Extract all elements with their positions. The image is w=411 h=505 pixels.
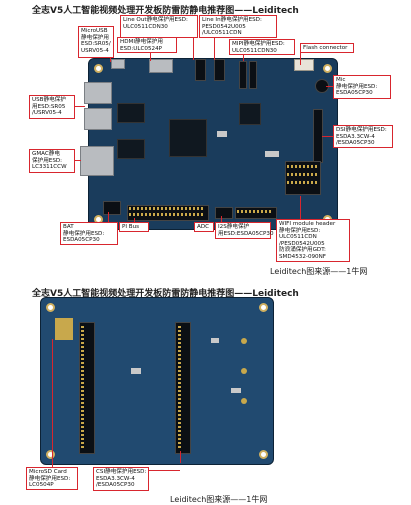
label-hdmi: HDMI静电保护用 ESD:ULC0524P bbox=[117, 37, 177, 53]
top-source: Leiditech图来源——1牛网 bbox=[270, 267, 368, 276]
label-pi-bus: PI Bus bbox=[119, 222, 149, 232]
line-out-jack bbox=[195, 59, 206, 81]
bottom-source: Leiditech图来源——1牛网 bbox=[170, 495, 268, 504]
pi-bus-pins bbox=[129, 213, 205, 216]
leader-line bbox=[221, 216, 222, 222]
label-mic: Mic 静电保护用ESD: ESDA05CP30 bbox=[333, 75, 391, 99]
label-microsd: MicroSD Card 静电保护用ESD: LC0504P bbox=[26, 467, 78, 490]
label-bat: BAT 静电保护用ESD: ESDA05CP30 bbox=[60, 222, 118, 245]
soc-chip bbox=[169, 119, 207, 157]
hdmi-port bbox=[149, 59, 173, 73]
usb-port bbox=[84, 108, 112, 130]
smd-component bbox=[265, 151, 279, 157]
bottom-title: 全志V5人工智能视频处理开发板防雷防静电推荐图——Leiditech bbox=[32, 289, 299, 299]
smd-component bbox=[217, 131, 227, 137]
leader-line bbox=[193, 38, 194, 60]
bottom-connector-pins bbox=[81, 324, 84, 448]
mount-hole bbox=[94, 64, 103, 73]
mipi-connector bbox=[239, 61, 247, 89]
bat-connector bbox=[103, 201, 121, 215]
label-usb: USB静电保护 用ESD:SR05 /USRV05-4 bbox=[29, 95, 75, 119]
label-mipi: MIPI静电保护用ESD: ULC0511CDN30 bbox=[229, 39, 295, 55]
leader-line bbox=[300, 196, 301, 219]
csi-connector-pins bbox=[178, 324, 181, 448]
microusb-port bbox=[111, 59, 125, 69]
smd-component bbox=[211, 338, 219, 343]
leader-line bbox=[300, 53, 301, 65]
top-board-image bbox=[88, 58, 338, 230]
mount-hole bbox=[46, 303, 55, 312]
i2s-header bbox=[235, 207, 277, 219]
leader-line bbox=[322, 136, 333, 137]
test-pad bbox=[241, 338, 247, 344]
label-gmac: GMAC静电 保护用ESD: LC3311CCW bbox=[29, 149, 75, 173]
memory-chip bbox=[117, 139, 145, 159]
line-in-jack bbox=[214, 59, 225, 81]
mount-hole bbox=[259, 303, 268, 312]
wifi-header-pins bbox=[287, 173, 317, 176]
label-csi: CSI静电保护用ESD: ESDA3.3CW-4 /ESDA05CP30 bbox=[93, 467, 149, 491]
adc-header bbox=[215, 207, 233, 219]
label-microusb: MicroUSB 静电保护用 ESD:SR05/ USRV05-4 bbox=[78, 26, 114, 58]
mount-hole bbox=[323, 64, 332, 73]
label-wifi: WIFI module header 静电保护用ESD: ULC0511CDN … bbox=[276, 219, 350, 262]
label-flash: Flash connector bbox=[300, 43, 354, 53]
leader-line bbox=[52, 339, 53, 467]
leader-line bbox=[326, 86, 333, 87]
test-pad bbox=[241, 368, 247, 374]
mount-hole bbox=[259, 450, 268, 459]
mount-hole bbox=[46, 450, 55, 459]
leader-line bbox=[110, 58, 111, 62]
top-title: 全志V5人工智能视频处理开发板防雷防静电推荐图——Leiditech bbox=[32, 6, 299, 16]
usb-port bbox=[84, 82, 112, 104]
smd-component bbox=[131, 368, 141, 374]
leader-line bbox=[108, 212, 109, 222]
leader-line bbox=[214, 38, 215, 60]
label-i2s: I2S静电保护 用ESD:ESDA05CP30 bbox=[215, 222, 274, 239]
leader-line bbox=[149, 470, 180, 471]
pmic-chip bbox=[239, 103, 261, 125]
leader-line bbox=[75, 106, 85, 107]
i2s-pins bbox=[237, 210, 273, 213]
mipi-connector bbox=[249, 61, 257, 89]
leader-line bbox=[75, 160, 81, 161]
wifi-header-pins bbox=[287, 165, 317, 168]
label-line-out: Line Out静电保护用ESD: ULC0511CDN30 bbox=[120, 15, 198, 38]
flash-connector bbox=[294, 59, 314, 71]
microsd-slot bbox=[55, 318, 73, 340]
label-dsi: DSI静电保护用ESD: ESDA3.3CW-4 /ESDA05CP30 bbox=[333, 125, 393, 148]
memory-chip bbox=[117, 103, 145, 123]
smd-component bbox=[231, 388, 241, 393]
ethernet-port bbox=[80, 146, 114, 176]
label-adc: ADC bbox=[194, 222, 214, 232]
leader-line bbox=[134, 218, 135, 222]
bottom-board-image bbox=[40, 297, 274, 465]
pi-bus-pins bbox=[129, 207, 205, 210]
leader-line bbox=[180, 451, 181, 463]
leader-line bbox=[150, 53, 151, 61]
leader-line bbox=[243, 55, 244, 61]
label-line-in: Line In静电保护用ESD: PESD0542U005 /ULC0511CD… bbox=[199, 15, 277, 38]
wifi-header-pins bbox=[287, 181, 317, 184]
test-pad bbox=[241, 398, 247, 404]
